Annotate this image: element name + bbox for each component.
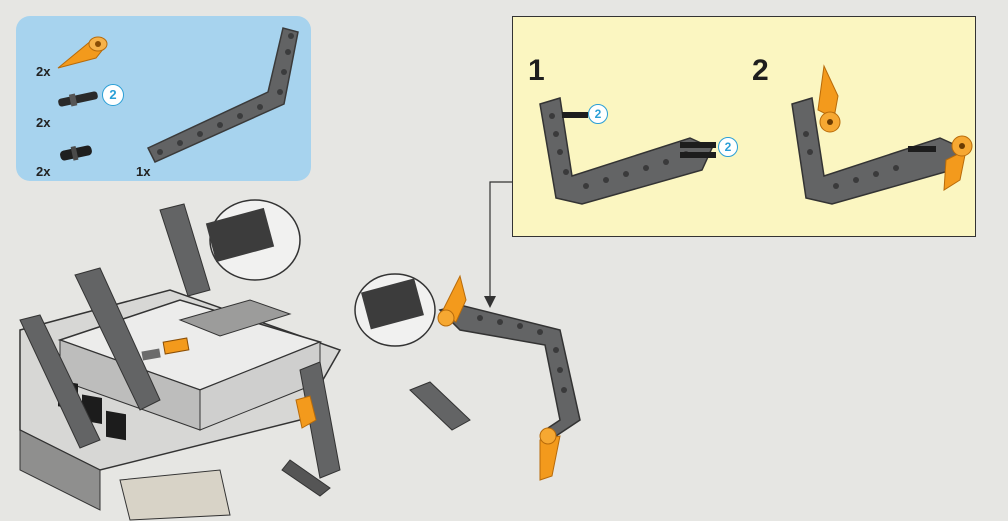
quantity-short-pin: 2x: [36, 164, 51, 179]
long-pin-count-badge: 2: [102, 84, 124, 106]
step-1-number: 1: [528, 54, 545, 87]
quantity-orange-blade: 2x: [36, 64, 51, 79]
orange-blade-part: [57, 36, 108, 69]
step-2-beam: [791, 64, 973, 205]
connector-arrow: [484, 181, 512, 308]
bent-beam-part: [146, 27, 299, 163]
quantity-bent-beam: 1x: [136, 164, 151, 179]
long-pin-part: [58, 91, 98, 107]
quantity-long-pin: 2x: [36, 115, 51, 130]
robot-assembly: [19, 199, 581, 521]
step-1-right-pin-badge: 2: [718, 137, 738, 157]
step-1-top-pin-badge: 2: [588, 104, 608, 124]
step-2-number: 2: [752, 54, 769, 87]
short-pin-part: [60, 145, 92, 161]
step-1-beam: [539, 97, 716, 205]
